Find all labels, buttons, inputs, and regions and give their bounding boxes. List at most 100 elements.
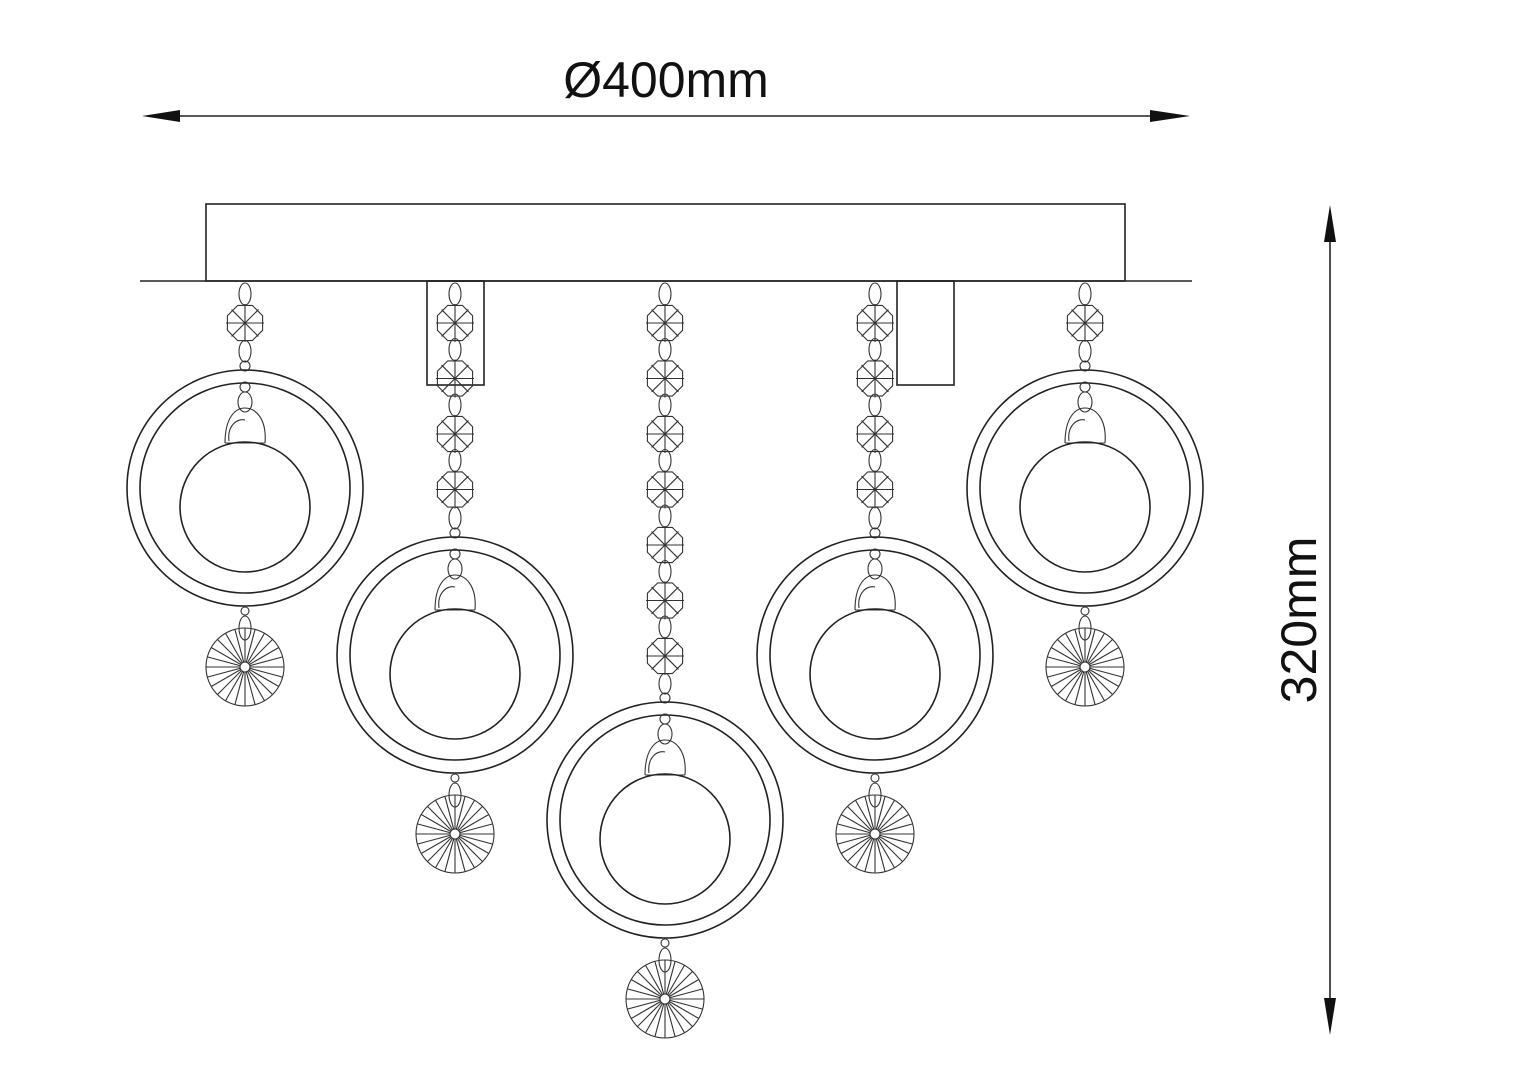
chain-ring — [660, 938, 670, 948]
pendant — [126, 282, 364, 707]
inner-ring — [559, 714, 771, 926]
octagon-crystal — [646, 304, 684, 342]
chain-ring — [869, 527, 881, 539]
octagon-crystal — [856, 415, 894, 453]
crystal-facet — [861, 420, 889, 448]
chain-ring — [659, 692, 671, 704]
outer-ring — [336, 536, 574, 774]
octagon-crystal — [436, 415, 474, 453]
globe-cap — [644, 739, 686, 776]
crystal-outline — [856, 304, 894, 342]
crystal-outline — [436, 360, 474, 397]
crystal-facet — [651, 364, 679, 393]
pendant — [756, 282, 994, 874]
crystal-outline — [856, 360, 894, 397]
crystal-outline — [436, 415, 474, 453]
chain-link — [658, 282, 672, 306]
crystal-facet — [231, 309, 259, 337]
hook-link — [867, 558, 883, 580]
medallion-crystal — [625, 959, 705, 1039]
chain-link — [658, 672, 672, 695]
globe-hook — [1068, 419, 1086, 442]
crystal-facet — [651, 586, 679, 615]
crystal-outline — [646, 637, 684, 675]
chain-ring — [870, 773, 880, 783]
chain-ring — [450, 773, 460, 783]
medallion-crystal — [415, 794, 495, 874]
crystal-outline — [646, 471, 684, 508]
glass-globe — [179, 441, 311, 573]
globe-hook — [228, 419, 246, 442]
crystal-outline — [226, 304, 264, 342]
crystal-outline — [1066, 304, 1104, 342]
medallion-center — [449, 828, 461, 840]
arrow-right-icon — [1150, 110, 1190, 122]
crystal-facet — [861, 364, 889, 393]
crystal-outline — [646, 526, 684, 564]
crystal-facet — [651, 475, 679, 504]
crystal-outline — [856, 471, 894, 508]
octagon-crystal — [646, 470, 684, 509]
crystal-outline — [646, 360, 684, 397]
pendant — [966, 282, 1204, 707]
outer-ring — [966, 369, 1204, 607]
octagon-crystal — [856, 359, 894, 398]
ceiling-canopy — [205, 203, 1126, 282]
octagon-crystal — [646, 526, 684, 564]
octagon-crystal — [646, 359, 684, 398]
glass-globe — [599, 773, 731, 905]
chain-ring — [449, 527, 461, 539]
crystal-facet — [441, 420, 469, 448]
arrow-down-icon — [1324, 998, 1336, 1035]
crystal-facet — [441, 475, 469, 504]
glass-globe — [1019, 441, 1151, 573]
pendant — [336, 282, 574, 874]
chain-link — [868, 506, 882, 530]
chain-ring — [1079, 360, 1091, 372]
hook-link — [657, 723, 673, 745]
hook-link — [447, 558, 463, 580]
hook-link — [237, 391, 253, 413]
octagon-crystal — [646, 637, 684, 675]
inner-ring — [139, 382, 351, 594]
chain-link — [1078, 339, 1092, 363]
globe-cap — [854, 574, 896, 611]
crystal-outline — [436, 471, 474, 508]
pendant — [546, 282, 784, 1039]
medallion-center — [659, 993, 671, 1005]
globe-cap — [434, 574, 476, 611]
medallion-crystal — [205, 627, 285, 707]
globe-hook — [648, 751, 666, 774]
crystal-outline — [646, 582, 684, 619]
crystal-facet — [651, 642, 679, 670]
crystal-facet — [651, 420, 679, 448]
octagon-crystal — [436, 304, 474, 342]
crystal-facet — [651, 531, 679, 559]
inner-ring — [769, 549, 981, 761]
chain-link — [238, 282, 252, 306]
outer-ring — [756, 536, 994, 774]
crystal-facet — [861, 475, 889, 504]
chain-link — [448, 282, 462, 306]
crystal-outline — [856, 415, 894, 453]
crystal-facet — [441, 309, 469, 337]
inner-ring — [349, 549, 561, 761]
crystal-facet — [861, 309, 889, 337]
crystal-facet — [441, 364, 469, 393]
octagon-crystal — [646, 581, 684, 620]
octagon-crystal — [856, 304, 894, 342]
bracket-right — [896, 280, 955, 386]
chain-ring — [240, 606, 250, 616]
inner-ring — [979, 382, 1191, 594]
glass-globe — [809, 608, 941, 740]
height-label: 320mm — [1271, 537, 1327, 704]
crystal-facet — [651, 309, 679, 337]
octagon-crystal — [436, 470, 474, 509]
crystal-outline — [646, 415, 684, 453]
crystal-facet — [1071, 309, 1099, 337]
glass-globe — [389, 608, 521, 740]
octagon-crystal — [226, 304, 264, 342]
chain-link — [868, 282, 882, 306]
medallion-crystal — [1045, 627, 1125, 707]
